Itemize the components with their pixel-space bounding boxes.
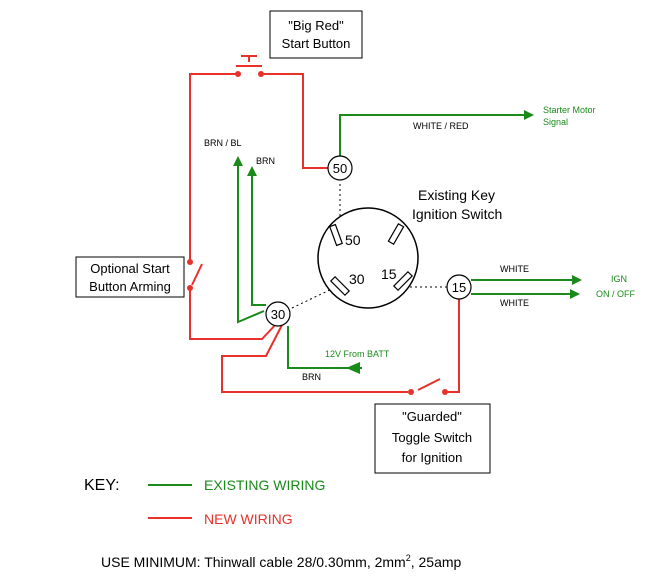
green-wire-brn (247, 166, 266, 306)
label-starter-line2: Signal (543, 117, 568, 127)
big-red-line1: "Big Red" (288, 18, 344, 33)
optional-line1: Optional Start (90, 261, 170, 276)
label-white-bottom: WHITE (500, 298, 529, 308)
slot-30 (329, 275, 351, 297)
ignition-switch: 50 30 15 (317, 207, 419, 309)
callout-big-red: "Big Red" Start Button (269, 10, 363, 59)
red-wire-guarded-to-15 (445, 298, 460, 393)
red-wire-start-to-50 (261, 73, 328, 169)
guarded-line2: Toggle Switch (392, 430, 472, 445)
green-wire-brn-bl (233, 156, 265, 324)
label-white-red: WHITE / RED (413, 121, 469, 131)
footer-suffix: , 25amp (411, 554, 462, 570)
terminal-50-label: 50 (333, 161, 347, 176)
arming-switch-blade (191, 263, 203, 286)
ignition-title-line2: Ignition Switch (412, 206, 502, 222)
label-white-top: WHITE (500, 264, 529, 274)
label-starter-line1: Starter Motor (543, 105, 596, 115)
footer-sup: 2 (406, 553, 411, 563)
switch-label-50: 50 (345, 232, 361, 248)
switch-label-15: 15 (381, 266, 397, 282)
key-existing-label: EXISTING WIRING (204, 477, 325, 493)
key-new-label: NEW WIRING (204, 511, 293, 527)
existing-wiring (233, 110, 582, 369)
terminal-30-label: 30 (271, 307, 285, 322)
slot-50-left (328, 223, 344, 247)
terminal-50: 50 (327, 155, 353, 181)
red-wire-30-to-guarded (221, 324, 408, 393)
new-wiring (189, 55, 460, 393)
optional-line2: Button Arming (89, 279, 171, 294)
footer-prefix: USE MINIMUM: Thinwall cable 28/0.30mm, 2… (101, 554, 406, 570)
red-wire-start-to-arming (189, 73, 238, 262)
batt-arrow-icon (346, 362, 360, 374)
slot-50-right (387, 223, 405, 245)
switch-label-30: 30 (349, 271, 365, 287)
callout-optional-arming: Optional Start Button Arming (75, 256, 185, 298)
ignition-title-line1: Existing Key (418, 187, 495, 203)
label-brn-bl: BRN / BL (204, 138, 242, 148)
guarded-line3: for Ignition (402, 450, 463, 465)
green-wire-batt (287, 326, 362, 369)
ignition-switch-body (317, 207, 419, 309)
label-batt: 12V From BATT (325, 349, 390, 359)
label-brn-bottom: BRN (302, 372, 321, 382)
big-red-line2: Start Button (282, 36, 351, 51)
green-wire-starter-signal (339, 110, 534, 156)
label-ign: IGN (611, 274, 627, 284)
terminal-15: 15 (446, 274, 472, 300)
terminal-30: 30 (265, 301, 291, 327)
key-title: KEY: (84, 477, 120, 494)
footer-note: USE MINIMUM: Thinwall cable 28/0.30mm, 2… (101, 553, 462, 570)
label-brn-top: BRN (256, 156, 275, 166)
callout-guarded: "Guarded" Toggle Switch for Ignition (374, 403, 491, 474)
slot-15 (392, 270, 414, 292)
terminal-15-label: 15 (452, 280, 466, 295)
label-on-off: ON / OFF (596, 289, 635, 299)
guarded-switch-blade (417, 378, 441, 391)
new-wiring-contacts (187, 71, 448, 395)
red-wire-arming-to-30 (189, 288, 279, 340)
guarded-line1: "Guarded" (402, 409, 462, 424)
